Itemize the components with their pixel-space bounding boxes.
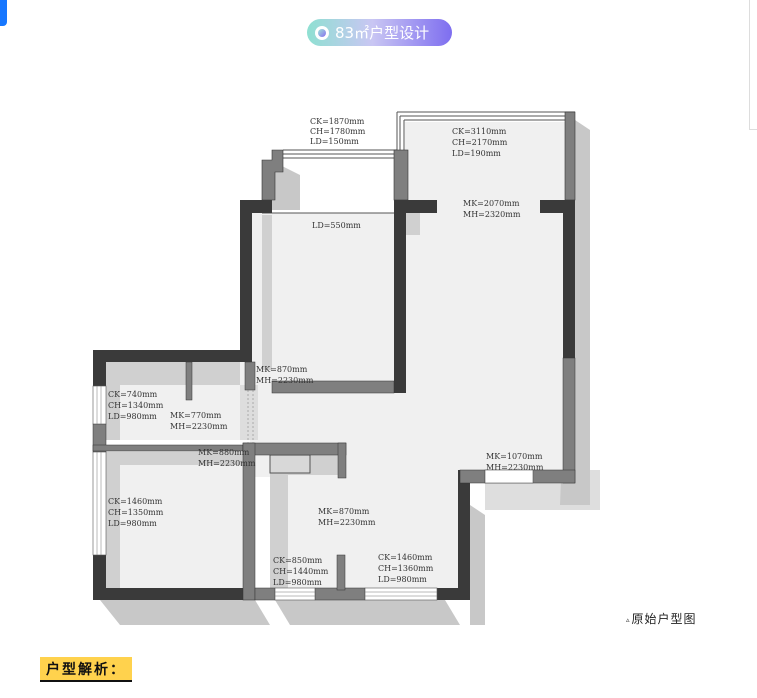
dim-label: MK=870mm: [318, 507, 370, 516]
dim-label: LD=980mm: [273, 578, 322, 587]
dim-label: LD=980mm: [108, 519, 157, 528]
dim-label: MH=2320mm: [463, 210, 521, 219]
title-badge: 83㎡户型设计: [307, 19, 452, 46]
circle-icon: [315, 25, 329, 40]
dim-label: LD=150mm: [310, 137, 359, 146]
dim-label: CK=1460mm: [108, 497, 163, 506]
dim-label: MH=2230mm: [486, 463, 544, 472]
dim-label: MK=770mm: [170, 411, 222, 420]
dim-label: CH=1360mm: [378, 564, 434, 573]
badge-text: 83㎡户型设计: [335, 24, 430, 42]
dim-label: CH=1780mm: [310, 127, 366, 136]
scrollbar-track: [749, 0, 750, 129]
plan-caption: ▵原始户型图: [626, 610, 697, 627]
dim-label: CK=740mm: [108, 390, 158, 399]
dim-label: LD=980mm: [108, 412, 157, 421]
dim-label: MH=2230mm: [256, 376, 314, 385]
dim-label: CK=1460mm: [378, 553, 433, 562]
dim-label: CK=3110mm: [452, 127, 507, 136]
dim-label: MK=2070mm: [463, 199, 520, 208]
corner-tab[interactable]: [0, 0, 7, 26]
divider: [749, 129, 757, 130]
dim-label: MH=2230mm: [170, 422, 228, 431]
dim-label: CH=1350mm: [108, 508, 164, 517]
dim-label: LD=980mm: [378, 575, 427, 584]
dim-label: CK=850mm: [273, 556, 323, 565]
dim-label: CH=1340mm: [108, 401, 164, 410]
dim-label: MH=2230mm: [318, 518, 376, 527]
triangle-icon: ▵: [626, 615, 631, 624]
dim-label: MK=1070mm: [486, 452, 543, 461]
caption-text: 原始户型图: [631, 612, 697, 626]
dim-label: CH=1440mm: [273, 567, 329, 576]
dim-label: CH=2170mm: [452, 138, 508, 147]
dim-label: LD=190mm: [452, 149, 501, 158]
dim-label: LD=550mm: [312, 221, 361, 230]
dim-label: CK=1870mm: [310, 117, 365, 126]
small-cabinet: [269, 454, 311, 474]
section-heading: 户型解析：: [40, 657, 132, 682]
dim-label: MH=2230mm: [198, 459, 256, 468]
dim-label: MK=870mm: [256, 365, 308, 374]
dim-label: MK=880mm: [198, 448, 250, 457]
